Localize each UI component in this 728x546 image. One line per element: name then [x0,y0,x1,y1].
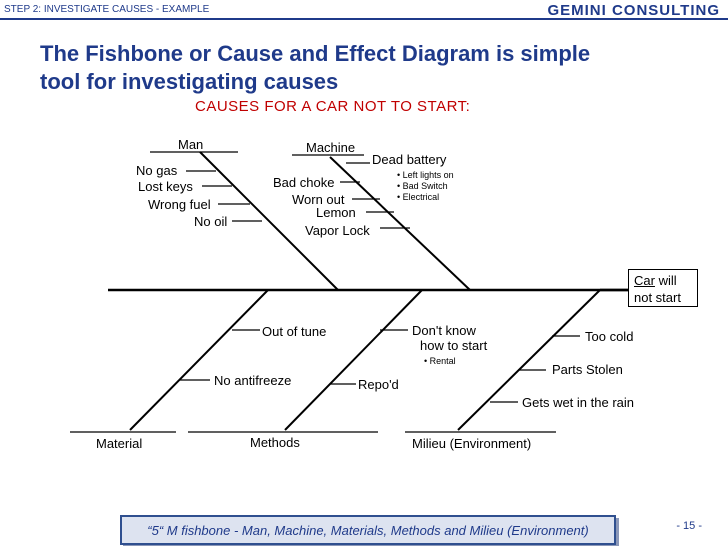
cause-label: Gets wet in the rain [522,395,634,410]
category-milieu: Milieu (Environment) [412,436,532,451]
footer-note: “5“ M fishbone - Man, Machine, Materials… [120,515,616,545]
header-rule [0,18,728,20]
cause-label: No oil [194,214,228,229]
sub-cause-label: • Electrical [397,192,440,202]
slide-title: The Fishbone or Cause and Effect Diagram… [40,40,700,96]
category-material: Material [96,436,143,451]
cause-label: Worn out [292,192,345,207]
cause-label: Wrong fuel [148,197,211,212]
diagram-subtitle: CAUSES FOR A CAR NOT TO START: [195,98,471,115]
bone-man [199,151,339,291]
cause-label: No antifreeze [214,373,292,388]
cause-label: Vapor Lock [305,223,370,238]
cause-label: Out of tune [262,324,327,339]
bone-milieu [457,289,601,431]
cause-label: No gas [136,163,178,178]
sub-cause-label: • Rental [424,356,456,366]
cause-label: Bad choke [273,175,335,190]
title-line-1: The Fishbone or Cause and Effect Diagram… [40,41,591,66]
effect-word-will: will [654,273,677,288]
cause-label: Repo'd [358,377,399,392]
effect-line-2: not start [634,290,681,305]
cause-label: Lost keys [138,179,193,194]
brand-logo: GEMINI CONSULTING [547,2,720,19]
effect-box: Car will not start [628,269,698,307]
effect-word-car: Car [634,273,655,288]
footer-text: “5“ M fishbone - Man, Machine, Materials… [147,522,589,538]
cause-label: Too cold [585,329,634,344]
cause-label: how to start [420,338,488,353]
bone-machine [329,156,471,291]
cause-label: Parts Stolen [552,362,623,377]
step-label: STEP 2: INVESTIGATE CAUSES - EXAMPLE [4,4,210,15]
cause-label: Dead battery [372,152,447,167]
title-line-2: tool for investigating causes [40,69,339,94]
sub-cause-label: • Bad Switch [397,181,448,191]
category-methods: Methods [250,435,300,450]
bone-methods [284,289,423,431]
cause-label: Lemon [316,205,356,220]
bone-material [129,289,269,431]
cause-label: Don't know [412,323,476,338]
sub-cause-label: • Left lights on [397,170,454,180]
page-number: - 15 - [676,520,702,532]
category-man: Man [178,137,204,152]
category-machine: Machine [306,140,356,155]
